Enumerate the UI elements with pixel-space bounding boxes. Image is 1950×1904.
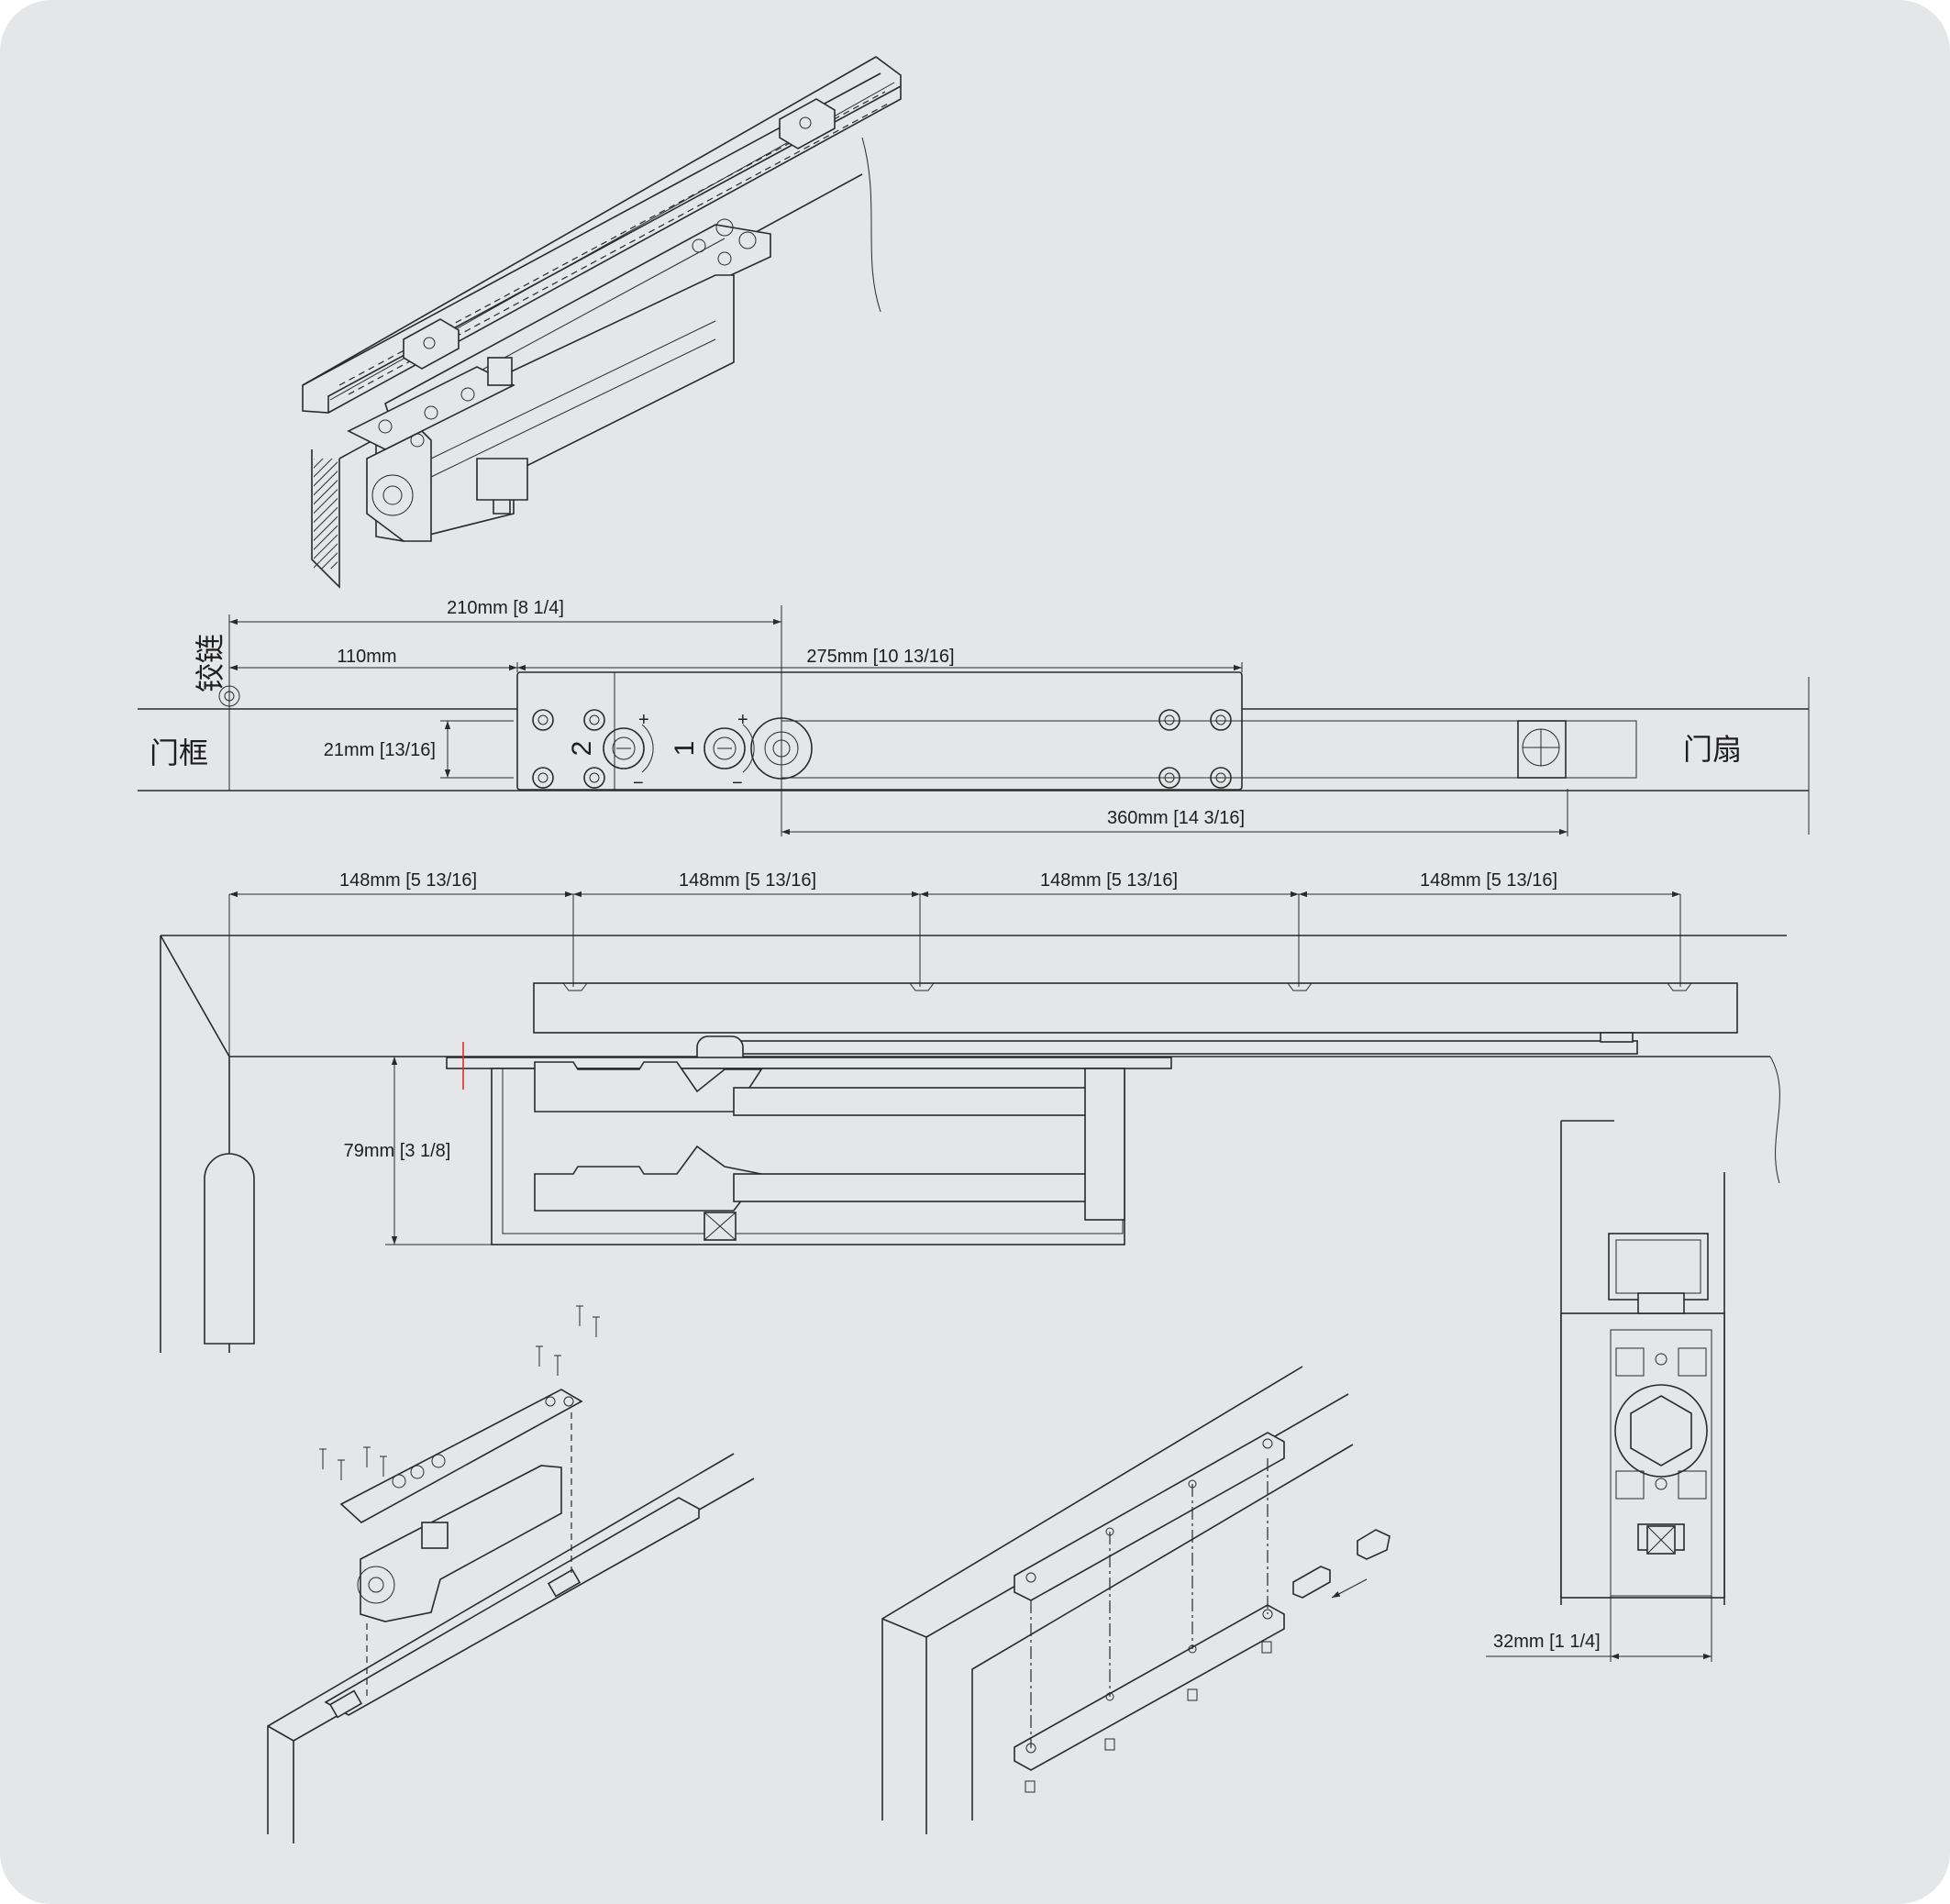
valve-1-minus: −: [732, 773, 743, 793]
dim-210: 210mm [8 1/4]: [447, 598, 564, 618]
dim-360: 360mm [14 3/16]: [1107, 808, 1245, 828]
rail-install-view: [881, 1366, 1390, 1834]
valve-1-plus: +: [737, 710, 748, 730]
dim-148-3: 148mm [5 13/16]: [1040, 870, 1178, 891]
hinge-label: 铰链: [194, 634, 227, 692]
valve-2-minus: −: [633, 773, 644, 793]
dim-110: 110mm: [337, 647, 396, 667]
spindle-detail-view: [1486, 1120, 1725, 1662]
valve-1-number: 1: [670, 741, 700, 757]
valve-2-plus: +: [638, 710, 649, 730]
valve-1[interactable]: [704, 724, 755, 773]
dim-275: 275mm [10 13/16]: [806, 647, 954, 667]
dim-32: 32mm [1 1/4]: [1493, 1632, 1601, 1652]
door-leaf-label: 门扇: [1683, 733, 1742, 766]
dim-148-2: 148mm [5 13/16]: [679, 870, 816, 891]
dim-148-1: 148mm [5 13/16]: [339, 870, 477, 891]
section-view: [160, 891, 1787, 1353]
dim-148-4: 148mm [5 13/16]: [1420, 870, 1557, 891]
dim-79: 79mm [3 1/8]: [344, 1141, 451, 1161]
dim-21: 21mm [13/16]: [324, 740, 436, 760]
plan-view: [138, 605, 1810, 836]
frame-install-view: [267, 1305, 755, 1843]
hinge-symbol: [218, 685, 240, 707]
isometric-closer-view: [302, 56, 902, 589]
valve-2-number: 2: [567, 741, 597, 757]
door-frame-label: 门框: [150, 736, 208, 769]
valve-2[interactable]: [603, 724, 654, 773]
